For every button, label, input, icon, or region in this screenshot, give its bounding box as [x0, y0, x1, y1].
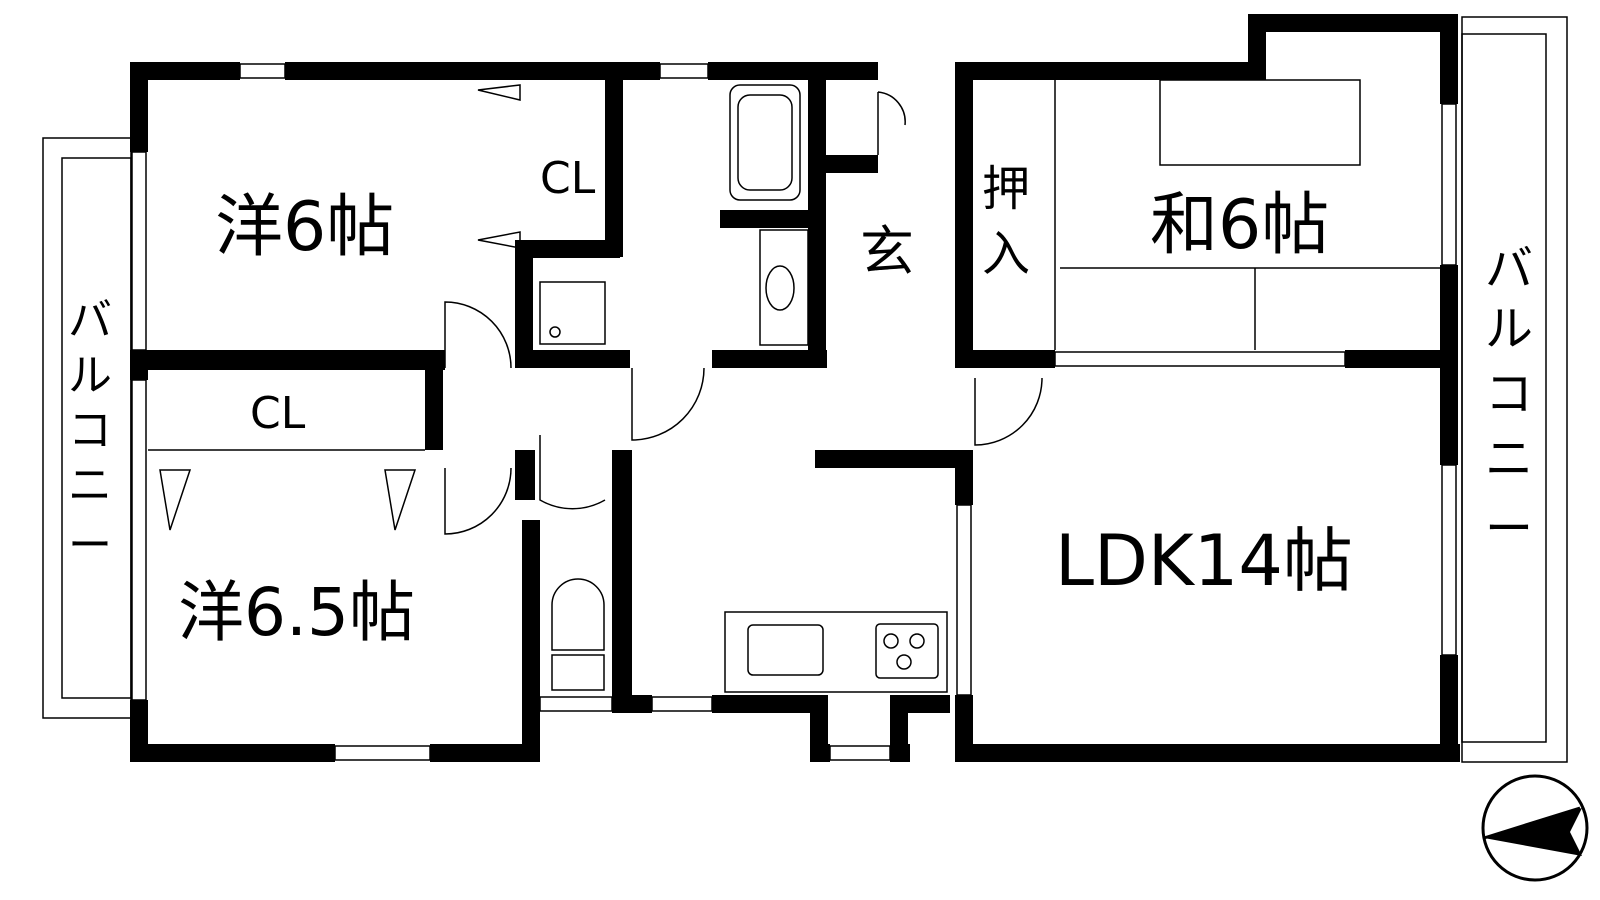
- svg-text:ニ: ニ: [1485, 431, 1533, 487]
- svg-text:ー: ー: [1485, 501, 1533, 557]
- svg-text:ニ: ニ: [68, 460, 112, 511]
- svg-text:バ: バ: [68, 295, 112, 346]
- svg-text:バ: バ: [1485, 241, 1533, 297]
- interior-walls: [130, 62, 1458, 762]
- fixtures: [148, 79, 1440, 693]
- closet-label-left: CL: [250, 388, 306, 439]
- svg-text:ル: ル: [1485, 301, 1533, 357]
- svg-text:押: 押: [982, 161, 1030, 217]
- svg-text:入: 入: [982, 226, 1030, 282]
- windows: [131, 63, 1457, 761]
- balcony-left: [42, 137, 132, 719]
- north-arrow-icon: [1481, 774, 1589, 882]
- room-label-japanese-6: 和6帖: [1150, 186, 1329, 265]
- entrance-label: 玄: [860, 220, 914, 283]
- closet-label-top: CL: [540, 153, 596, 204]
- balcony-left-label: バ ル コ ニ ー: [68, 295, 112, 571]
- svg-text:コ: コ: [1485, 366, 1533, 422]
- svg-text:コ: コ: [68, 405, 112, 456]
- svg-text:ル: ル: [68, 350, 112, 401]
- balcony-right: [1461, 16, 1568, 763]
- balcony-right-label: バ ル コ ニ ー: [1485, 241, 1533, 557]
- doors: [444, 91, 1043, 535]
- oshiire-label: 押 入: [982, 161, 1030, 282]
- room-label-ldk: LDK14帖: [1055, 520, 1353, 602]
- room-label-western-6: 洋6帖: [215, 188, 394, 267]
- room-label-western-6-5: 洋6.5帖: [178, 574, 415, 651]
- svg-text:ー: ー: [68, 520, 112, 571]
